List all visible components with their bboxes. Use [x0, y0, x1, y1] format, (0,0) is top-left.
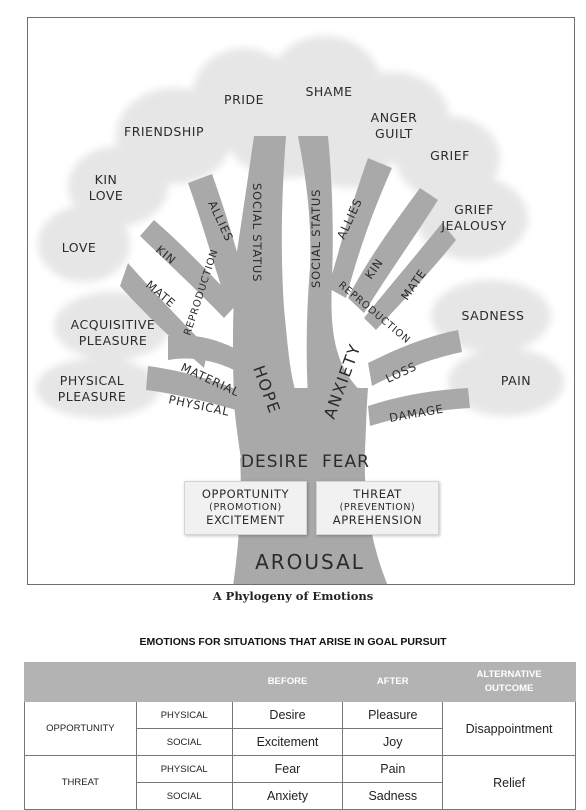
branch-social-status-left: SOCIAL STATUS — [250, 183, 264, 282]
row-group-threat: THREAT — [24, 755, 137, 810]
leaf-acquisitive: ACQUISITIVE — [71, 317, 156, 332]
figure-caption: A Phylogeny of Emotions — [212, 589, 374, 603]
leaf-friendship: FRIENDSHIP — [124, 124, 204, 139]
cell-before: Anxiety — [231, 782, 344, 810]
opportunity-box: OPPORTUNITY (PROMOTION) EXCITEMENT — [184, 481, 307, 535]
leaf-pride: PRIDE — [224, 92, 264, 107]
leaf-guilt: GUILT — [375, 126, 413, 141]
header-blank-1 — [24, 662, 137, 702]
trunk-desire: DESIRE — [241, 452, 309, 472]
row-type: SOCIAL — [135, 728, 233, 756]
cell-after: Sadness — [342, 782, 444, 810]
leaf-grief-jealousy: GRIEF — [454, 202, 494, 217]
table-header-row: BEFORE AFTER ALTERNATIVE OUTCOME — [24, 662, 576, 702]
row-group-opportunity: OPPORTUNITY — [24, 701, 137, 756]
header-alternative-outcome: ALTERNATIVE OUTCOME — [442, 662, 576, 702]
threat-prevention: (PREVENTION) — [339, 502, 416, 513]
threat-aprehension: APREHENSION — [332, 513, 423, 527]
cell-after: Joy — [342, 728, 444, 756]
leaf-pain: PAIN — [501, 373, 531, 388]
trunk-fear: FEAR — [322, 452, 370, 472]
cell-alternative-opportunity: Disappointment — [442, 701, 576, 756]
emotion-tree-diagram: PRIDE SHAME FRIENDSHIP ANGER GUILT GRIEF… — [36, 36, 564, 584]
opportunity-promotion: (PROMOTION) — [209, 502, 282, 513]
header-alternative-text: ALTERNATIVE OUTCOME — [476, 669, 542, 694]
cell-before: Fear — [231, 755, 344, 783]
cell-alternative-threat: Relief — [442, 755, 576, 810]
branch-social-status-right: SOCIAL STATUS — [309, 189, 323, 288]
header-after: AFTER — [342, 662, 444, 702]
leaf-pleasure-acq: PLEASURE — [79, 333, 148, 348]
row-type: PHYSICAL — [135, 701, 233, 729]
leaf-love: LOVE — [62, 240, 97, 255]
leaf-shame: SHAME — [305, 84, 352, 99]
leaf-jealousy: JEALOUSY — [440, 218, 506, 233]
cell-before: Desire — [231, 701, 344, 729]
leaf-pleasure-phys: PLEASURE — [58, 389, 127, 404]
leaf-physical: PHYSICAL — [60, 373, 124, 388]
header-blank-2 — [135, 662, 233, 702]
opportunity-excitement: EXCITEMENT — [206, 513, 285, 527]
row-type: SOCIAL — [135, 782, 233, 810]
tree-figure-frame: PRIDE SHAME FRIENDSHIP ANGER GUILT GRIEF… — [27, 17, 575, 585]
cell-after: Pleasure — [342, 701, 444, 729]
leaf-anger: ANGER — [371, 110, 418, 125]
leaf-love-kin: LOVE — [89, 188, 124, 203]
leaf-labels: PRIDE SHAME FRIENDSHIP ANGER GUILT GRIEF… — [58, 84, 531, 404]
table-row: THREAT PHYSICAL Fear Pain Relief — [24, 755, 576, 810]
trunk-arousal: AROUSAL — [255, 550, 365, 574]
table-title: EMOTIONS FOR SITUATIONS THAT ARISE IN GO… — [139, 636, 447, 648]
threat-box: THREAT (PREVENTION) APREHENSION — [316, 481, 439, 535]
row-type: PHYSICAL — [135, 755, 233, 783]
leaf-kin: KIN — [95, 172, 118, 187]
leaf-sadness: SADNESS — [462, 308, 525, 323]
tree-trunk-branches — [120, 136, 470, 584]
opportunity-title: OPPORTUNITY — [201, 487, 290, 501]
header-before: BEFORE — [231, 662, 344, 702]
cell-before: Excitement — [231, 728, 344, 756]
table-row: OPPORTUNITY PHYSICAL Desire Pleasure Dis… — [24, 701, 576, 756]
leaf-grief: GRIEF — [430, 148, 470, 163]
threat-title: THREAT — [353, 487, 402, 501]
emotions-table: BEFORE AFTER ALTERNATIVE OUTCOME OPPORTU… — [24, 662, 576, 810]
cell-after: Pain — [342, 755, 444, 783]
